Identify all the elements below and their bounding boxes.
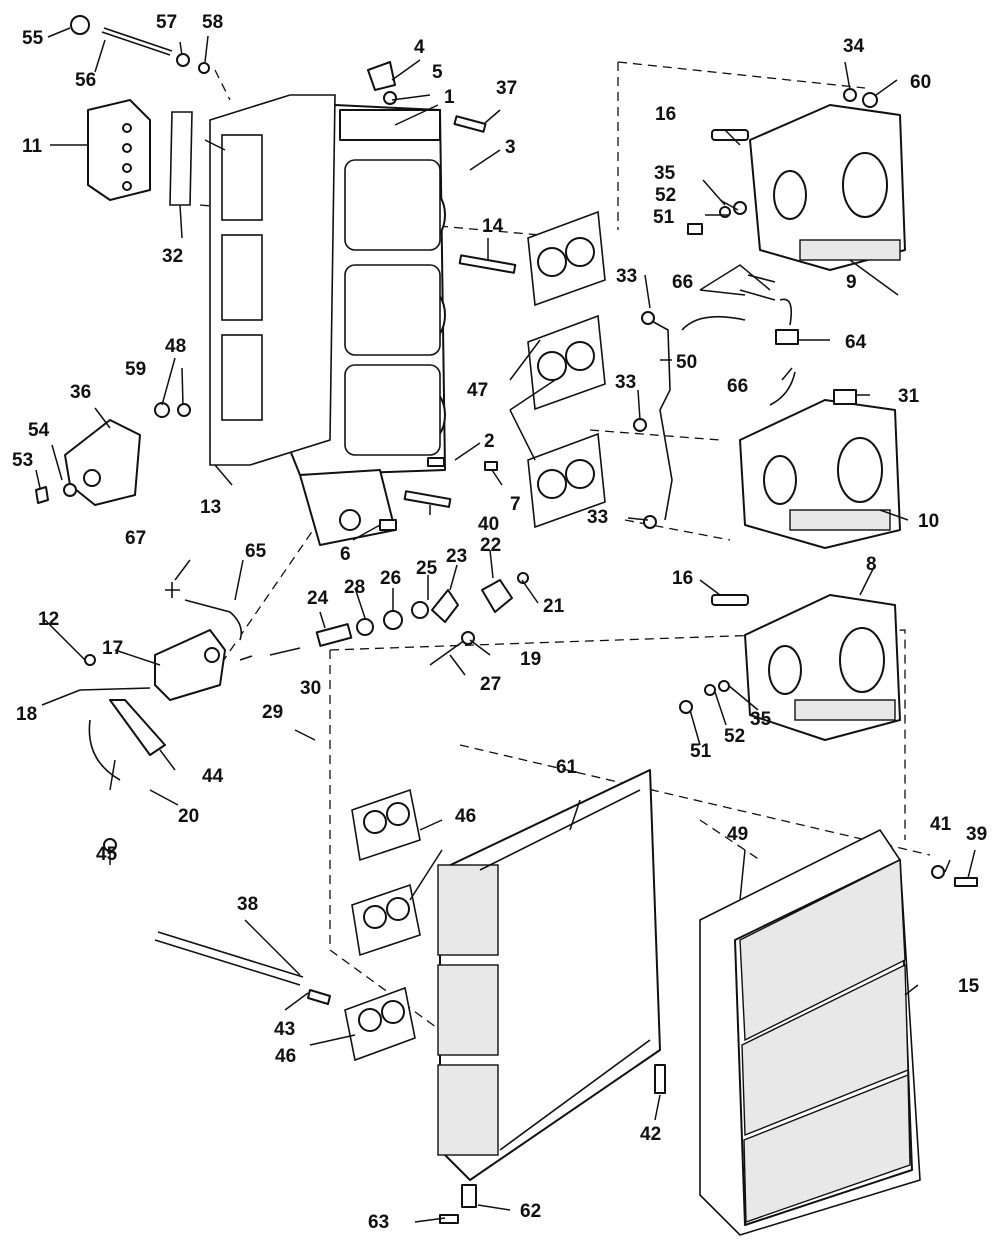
callout-46b: 46 — [275, 1046, 296, 1067]
callout-14: 14 — [482, 216, 504, 237]
callout-51b: 51 — [690, 741, 712, 762]
fuel-hoses — [681, 274, 799, 406]
callout-5: 5 — [432, 62, 443, 83]
callout-13: 13 — [200, 497, 221, 518]
callout-20: 20 — [178, 806, 199, 827]
callout-46a: 46 — [455, 806, 476, 827]
small-hardware — [367, 61, 978, 1224]
callout-12: 12 — [38, 609, 59, 630]
callout-36: 36 — [70, 382, 91, 403]
silencer-base — [437, 769, 661, 1181]
callout-27: 27 — [480, 674, 501, 695]
callout-61: 61 — [556, 757, 578, 778]
callout-3: 3 — [505, 137, 516, 158]
callout-35b: 35 — [750, 709, 772, 730]
callout-18: 18 — [16, 704, 37, 725]
callout-9: 9 — [846, 272, 857, 293]
callout-41: 41 — [930, 814, 952, 835]
callout-4: 4 — [414, 37, 425, 58]
callout-23: 23 — [446, 546, 467, 567]
callout-44: 44 — [202, 766, 224, 787]
callout-62: 62 — [520, 1201, 541, 1222]
callout-42: 42 — [640, 1124, 661, 1145]
lower-gaskets — [344, 788, 421, 1062]
cover-gasket — [169, 111, 193, 206]
callout-66b: 66 — [727, 376, 748, 397]
callout-50: 50 — [676, 352, 697, 373]
callout-57: 57 — [156, 12, 177, 33]
callout-51a: 51 — [653, 207, 675, 228]
callout-1: 1 — [444, 87, 455, 108]
callout-38: 38 — [237, 894, 258, 915]
callout-63: 63 — [368, 1212, 389, 1233]
callout-29: 29 — [262, 702, 283, 723]
callout-31: 31 — [898, 386, 920, 407]
carburetor-middle — [739, 399, 901, 549]
callout-17: 17 — [102, 638, 123, 659]
callout-47: 47 — [467, 380, 488, 401]
callout-60: 60 — [910, 72, 931, 93]
callout-33c: 33 — [587, 507, 608, 528]
callout-32: 32 — [162, 246, 183, 267]
callout-7: 7 — [510, 494, 521, 515]
linkage-rod — [649, 319, 673, 521]
callout-33a: 33 — [616, 266, 637, 287]
callout-48: 48 — [165, 336, 186, 357]
callout-25: 25 — [416, 558, 438, 579]
callout-15: 15 — [958, 976, 980, 997]
callout-34: 34 — [843, 36, 865, 57]
solenoid — [79, 629, 226, 852]
long-bolt — [70, 15, 210, 74]
carburetor-bottom — [744, 594, 901, 741]
callout-labels: 1 2 3 4 5 6 7 8 9 10 11 12 13 14 15 16 1… — [12, 12, 987, 1233]
callout-52a: 52 — [655, 185, 676, 206]
callout-33b: 33 — [615, 372, 636, 393]
callout-21: 21 — [543, 596, 565, 617]
manifold-gasket — [209, 94, 336, 466]
callout-65: 65 — [245, 541, 267, 562]
bracket — [35, 402, 191, 506]
callout-22: 22 — [480, 535, 501, 556]
callout-56: 56 — [75, 70, 96, 91]
long-tube — [154, 931, 331, 1005]
callout-11: 11 — [22, 136, 43, 157]
callout-52b: 52 — [724, 726, 745, 747]
callout-35a: 35 — [654, 163, 676, 184]
callout-28: 28 — [344, 577, 365, 598]
callout-2: 2 — [484, 431, 495, 452]
carburetor-top — [749, 104, 906, 271]
carburetor-gaskets — [527, 210, 606, 529]
callout-39: 39 — [966, 824, 987, 845]
callout-45: 45 — [96, 844, 118, 865]
callout-66a: 66 — [672, 272, 693, 293]
callout-leaders — [35, 27, 976, 1223]
callout-8: 8 — [866, 554, 877, 575]
callout-30: 30 — [300, 678, 321, 699]
cover-plate — [87, 99, 151, 201]
callout-37: 37 — [496, 78, 517, 99]
silencer-cover — [699, 828, 921, 1236]
callout-55: 55 — [22, 28, 44, 49]
callout-58: 58 — [202, 12, 223, 33]
callout-6: 6 — [340, 544, 351, 565]
callout-53: 53 — [12, 450, 33, 471]
tube-65 — [165, 582, 243, 641]
callout-16b: 16 — [672, 568, 693, 589]
callout-67: 67 — [125, 528, 146, 549]
callout-43: 43 — [274, 1019, 295, 1040]
callout-49: 49 — [727, 824, 748, 845]
callout-64: 64 — [845, 332, 867, 353]
callout-54: 54 — [28, 420, 50, 441]
callout-40: 40 — [478, 514, 499, 535]
callout-16a: 16 — [655, 104, 676, 125]
callout-10: 10 — [918, 511, 939, 532]
callout-59: 59 — [125, 359, 146, 380]
callout-26: 26 — [380, 568, 401, 589]
callout-24: 24 — [307, 588, 329, 609]
callout-19: 19 — [520, 649, 541, 670]
